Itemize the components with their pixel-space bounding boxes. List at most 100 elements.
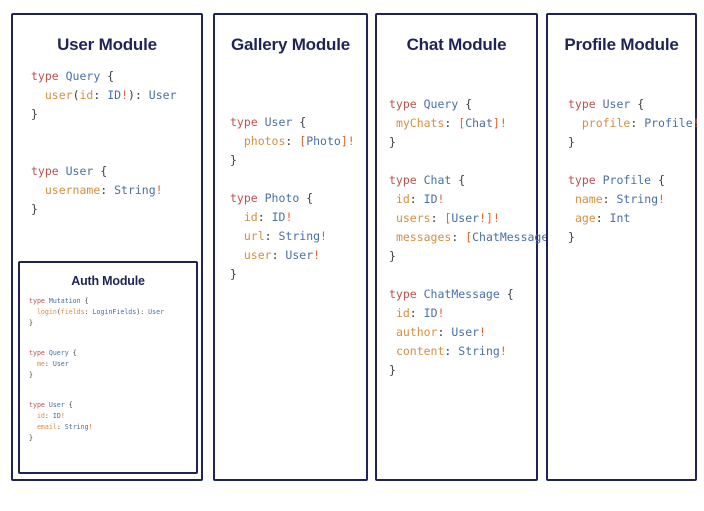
card-user-module[interactable]: User Module type Query { user(id: ID!): … (11, 13, 203, 481)
card-title-auth-module: Auth Module (71, 274, 145, 288)
code-token: Profile (602, 173, 652, 187)
code-token: : (93, 88, 108, 102)
code-token: { (80, 297, 89, 305)
code-token: ! (313, 248, 321, 262)
code-token: { (64, 401, 73, 409)
card-profile-module[interactable]: Profile Module type User { profile: Prof… (546, 13, 700, 481)
code-line: id: ID! (389, 304, 536, 323)
code-token: id (395, 192, 410, 206)
code-line: } (29, 318, 196, 329)
code-token: id (79, 88, 94, 102)
code-line: name: String! (568, 190, 695, 209)
code-token: { (292, 115, 307, 129)
code-token: } (31, 107, 38, 121)
card-title-chat-module: Chat Module (406, 35, 507, 54)
code-token (389, 230, 396, 244)
code-token: content (395, 344, 445, 358)
code-block-chat-module: type Query { myChats: [Chat]!}type Chat … (389, 95, 562, 380)
card-gallery-module[interactable]: Gallery Module type User { photos: [Phot… (213, 13, 368, 481)
code-token: id (395, 306, 410, 320)
code-line: } (389, 361, 536, 380)
code-line: type Query { (389, 95, 536, 114)
code-token: username (44, 183, 101, 197)
code-blank-line (29, 329, 196, 348)
card-title-gallery-module: Gallery Module (230, 35, 351, 54)
code-token: me (36, 360, 45, 368)
code-line: type User { (230, 113, 366, 132)
code-token: [ (299, 134, 307, 148)
code-token: } (230, 267, 237, 281)
code-token: } (230, 153, 237, 167)
code-token (568, 116, 582, 130)
code-token: User (451, 325, 480, 339)
code-token: Query (48, 349, 69, 357)
code-token: : (257, 210, 272, 224)
code-token: User (65, 164, 94, 178)
code-token (29, 423, 37, 431)
code-token: User (52, 360, 69, 368)
code-line: myChats: [Chat]! (389, 114, 536, 133)
code-token: : (595, 211, 610, 225)
code-token: profile (581, 116, 631, 130)
code-line: author: User! (389, 323, 536, 342)
code-blank-line (31, 124, 201, 143)
code-token: ] (340, 134, 348, 148)
code-blank-line (230, 170, 366, 189)
code-line: type User { (568, 95, 695, 114)
code-token: ! (320, 229, 327, 243)
code-blank-line (29, 381, 196, 400)
code-line: users: [User!]! (389, 209, 536, 228)
code-token: ] (492, 116, 500, 130)
code-line: } (230, 265, 366, 284)
code-token (230, 134, 244, 148)
code-blank-line (389, 152, 536, 171)
code-token: : (451, 230, 466, 244)
code-token: { (499, 287, 514, 301)
code-token: String (458, 344, 500, 358)
code-token (389, 344, 396, 358)
code-blank-line (389, 266, 536, 285)
code-token: user (243, 248, 272, 262)
code-token: type (29, 401, 49, 409)
card-chat-module[interactable]: Chat Module type Query { myChats: [Chat]… (375, 13, 562, 481)
code-token: Query (65, 69, 101, 83)
code-token: User (451, 211, 480, 225)
code-block-profile-module: type User { profile: Profile!}type Profi… (568, 95, 700, 247)
code-token: } (29, 434, 33, 442)
code-token: { (100, 69, 115, 83)
code-token (29, 360, 37, 368)
code-token: : (271, 248, 286, 262)
code-token (31, 88, 45, 102)
code-token: ! (88, 423, 93, 431)
code-block-auth-module: type Mutation { login(fields: LoginField… (29, 296, 196, 444)
card-title-user-module: User Module (57, 35, 157, 54)
code-token: type (31, 69, 66, 83)
code-token: User (48, 401, 65, 409)
code-token: id (243, 210, 258, 224)
code-token: Photo (306, 134, 341, 148)
code-token: login (36, 308, 57, 316)
code-token (389, 325, 396, 339)
code-token: ! (347, 134, 355, 148)
code-token (389, 306, 396, 320)
code-token: } (568, 135, 575, 149)
code-token: User (148, 88, 177, 102)
code-token: type (230, 115, 265, 129)
code-token: ID (107, 88, 122, 102)
code-line: user: User! (230, 246, 366, 265)
code-token: type (389, 173, 424, 187)
code-token: Mutation (48, 297, 81, 305)
code-token: : (44, 360, 53, 368)
card-title-profile-module: Profile Module (564, 35, 679, 54)
code-token: user (44, 88, 73, 102)
code-token: User (285, 248, 314, 262)
code-token: : (602, 192, 617, 206)
code-token: { (68, 349, 77, 357)
card-auth-module[interactable]: Auth Module type Mutation { login(fields… (18, 261, 198, 474)
code-line: email: String! (29, 422, 196, 433)
code-token: Int (609, 211, 631, 225)
code-line: photos: [Photo]! (230, 132, 366, 151)
code-token: ID (423, 306, 438, 320)
code-token: ! (499, 116, 507, 130)
